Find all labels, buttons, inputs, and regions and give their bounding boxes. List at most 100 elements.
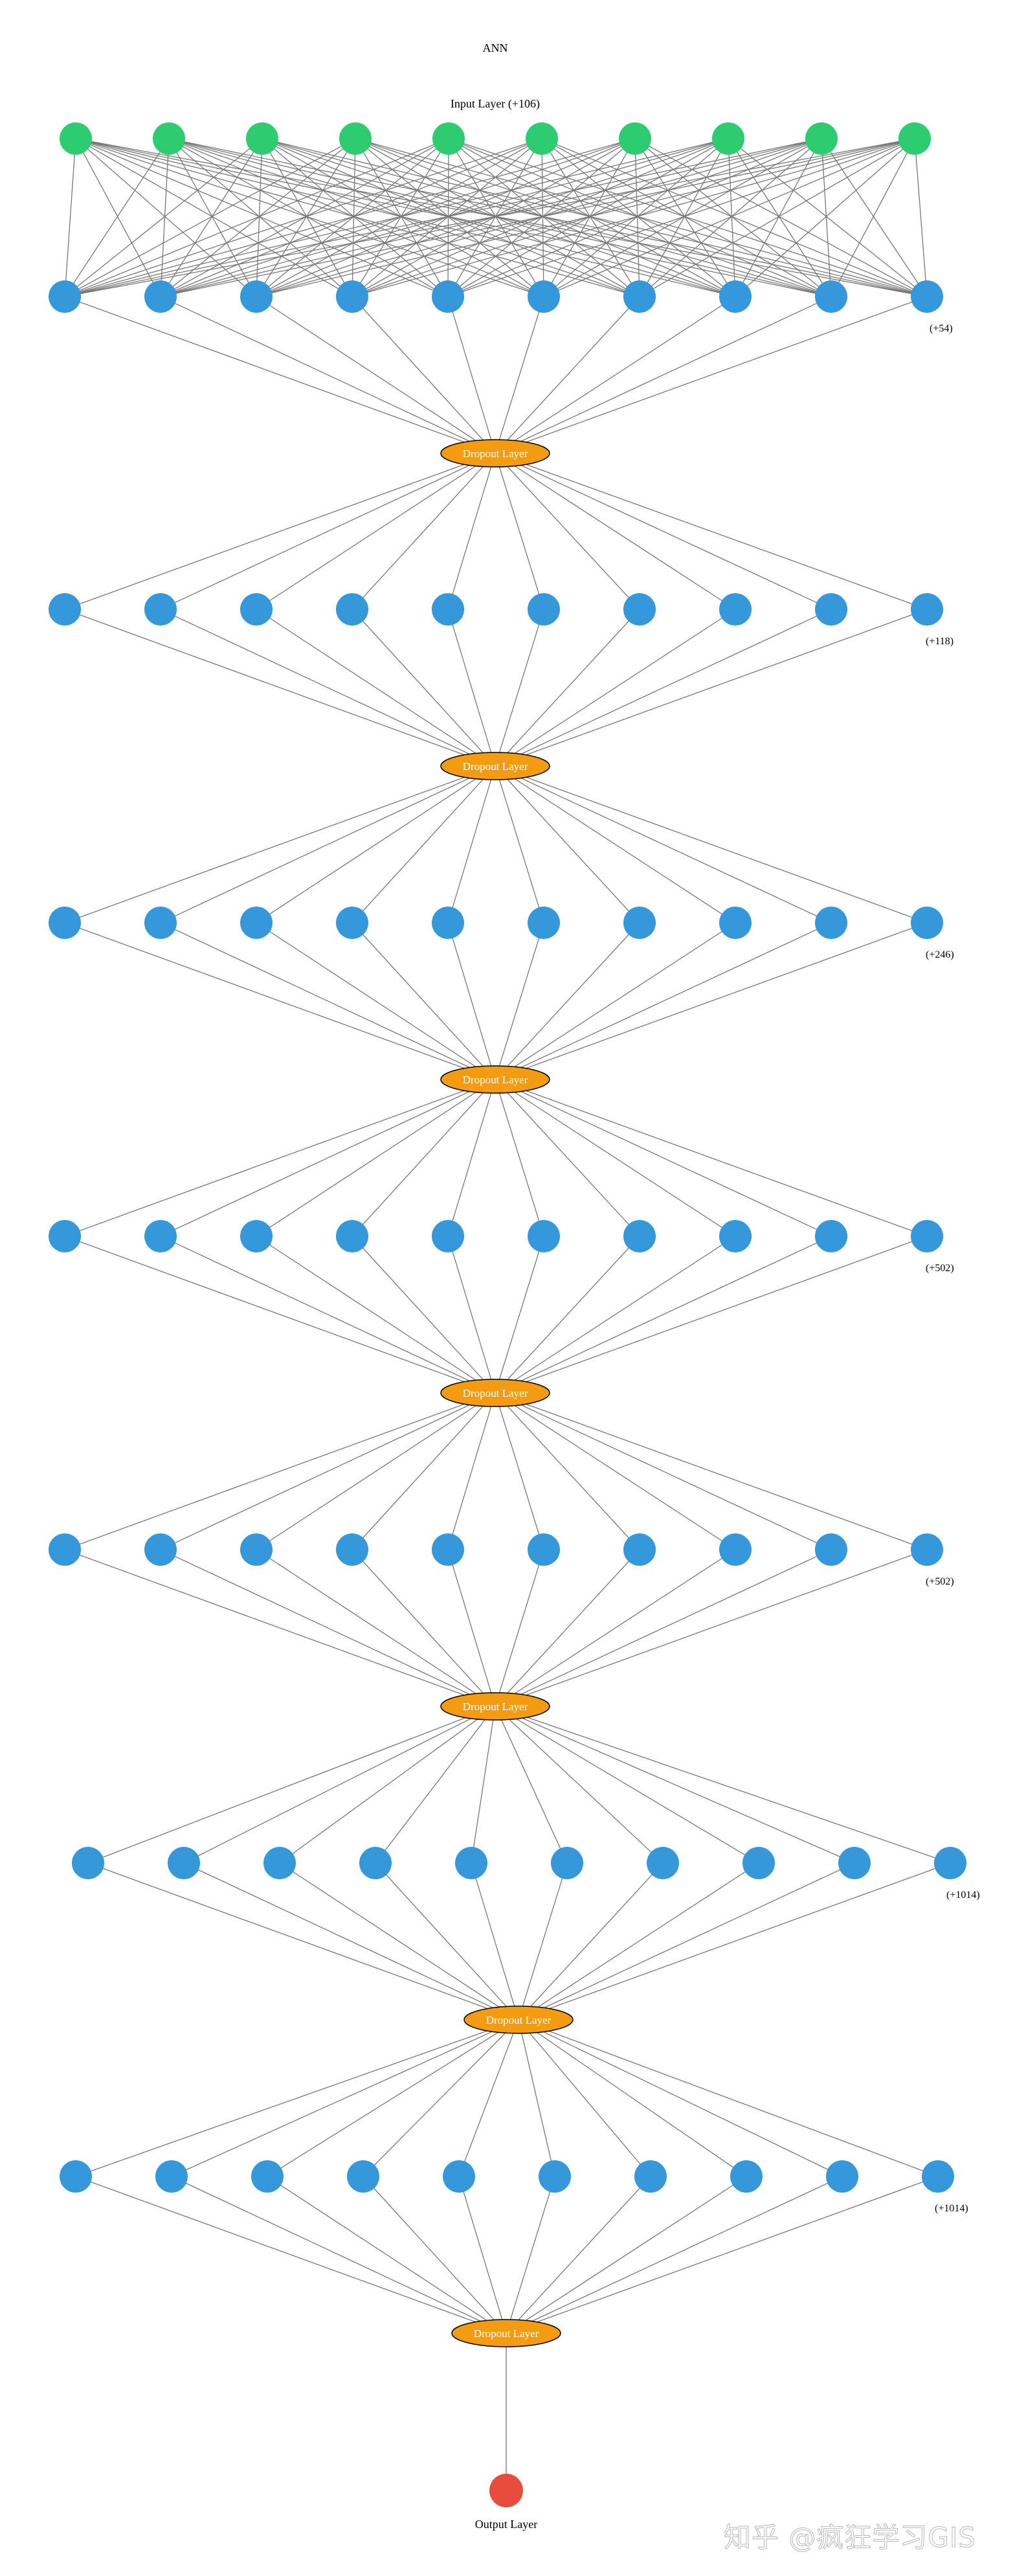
edge-input-hidden [447, 138, 449, 297]
edge-hidden-dropout [495, 609, 832, 767]
edge-input-hidden [634, 138, 928, 297]
edge-hidden-dropout [64, 296, 496, 454]
edge-hidden-dropout [495, 296, 736, 454]
dropout-node [451, 2319, 561, 2347]
edge-input-hidden [914, 138, 928, 297]
edge-dropout-hidden [351, 1392, 496, 1550]
edge-dropout-hidden [75, 2019, 519, 2177]
edge-hidden-dropout [160, 609, 496, 767]
edge-dropout-hidden [495, 1706, 664, 1864]
edge-input-hidden [448, 138, 736, 297]
edge-hidden-dropout [351, 1549, 496, 1707]
hidden-node [838, 1847, 871, 1879]
hidden-node [623, 593, 656, 626]
edge-input-hidden [64, 138, 636, 297]
hidden-node [240, 1220, 273, 1252]
edge-dropout-hidden [362, 2019, 519, 2177]
dropout-node [440, 439, 550, 468]
input-node [246, 122, 278, 155]
edge-hidden-dropout [506, 2176, 939, 2334]
hidden-node [432, 280, 464, 313]
input-node [339, 122, 372, 155]
hidden-node [359, 1847, 392, 1879]
edge-hidden-dropout [495, 1236, 640, 1394]
input-node [60, 122, 92, 155]
watermark: 知乎 @疯狂学习GIS [724, 2522, 976, 2554]
edge-dropout-hidden [495, 1706, 951, 1864]
edge-dropout-hidden [279, 1706, 496, 1864]
edge-dropout-hidden [183, 1706, 496, 1864]
edge-hidden-dropout [256, 609, 496, 767]
edge-input-hidden [447, 138, 636, 297]
diagram-title: ANN [483, 41, 508, 54]
hidden-node [49, 1220, 81, 1252]
hidden-node [240, 907, 273, 939]
edge-hidden-dropout [495, 1236, 928, 1394]
hidden-node [432, 907, 464, 939]
edge-hidden-dropout [87, 1862, 519, 2020]
hidden-node [730, 2160, 763, 2193]
edge-input-hidden [541, 138, 640, 297]
hidden-node [144, 907, 177, 939]
input-node [805, 122, 838, 155]
output-layer-label: Output Layer [475, 2518, 537, 2531]
edge-input-hidden [821, 138, 832, 297]
edge-input-hidden [262, 138, 640, 297]
edge-input-hidden [256, 138, 915, 297]
hidden-node [432, 1220, 464, 1252]
edge-input-hidden [448, 138, 928, 297]
edge-hidden-dropout [495, 609, 544, 767]
edge-hidden-dropout [447, 296, 496, 454]
edge-input-hidden [64, 138, 449, 297]
edge-dropout-hidden [447, 453, 496, 610]
edge-dropout-hidden [160, 765, 496, 923]
edge-dropout-hidden [64, 1079, 496, 1237]
edge-hidden-dropout [495, 922, 640, 1080]
edge-dropout-hidden [495, 1706, 855, 1864]
edge-input-hidden [543, 138, 729, 297]
hidden-node [911, 907, 943, 939]
edge-dropout-hidden [495, 1392, 928, 1550]
edge-input-hidden [543, 138, 915, 297]
edge-input-hidden [75, 138, 161, 297]
edge-hidden-dropout [351, 296, 496, 454]
hidden-node [911, 280, 943, 313]
hidden-node [815, 280, 847, 313]
edge-dropout-hidden [351, 765, 496, 923]
hidden-node [719, 593, 752, 626]
hidden-node [432, 593, 464, 626]
edge-hidden-dropout [64, 1549, 496, 1707]
edge-dropout-hidden [495, 1079, 544, 1237]
edge-hidden-dropout [495, 1236, 832, 1394]
hidden-node [719, 907, 752, 939]
edge-input-hidden [541, 138, 544, 297]
edge-input-hidden [355, 138, 544, 297]
edge-hidden-dropout [495, 1236, 736, 1394]
hidden-node [719, 280, 752, 313]
edge-input-hidden [64, 138, 822, 297]
dropout-node [440, 1065, 550, 1094]
edge-dropout-hidden [447, 1079, 496, 1237]
edge-hidden-dropout [160, 296, 496, 454]
hidden-layer-more-label: (+54) [930, 323, 953, 334]
edge-dropout-hidden [351, 453, 496, 610]
edge-input-hidden [355, 138, 928, 297]
edge-dropout-hidden [256, 453, 496, 610]
edge-hidden-dropout [495, 922, 736, 1080]
edge-hidden-dropout [171, 2176, 507, 2334]
hidden-layer-more-label: (+502) [926, 1263, 954, 1274]
edge-input-hidden [75, 138, 544, 297]
hidden-node [623, 1220, 656, 1252]
edge-input-hidden [262, 138, 544, 297]
hidden-node [911, 1220, 943, 1252]
edge-input-hidden [541, 138, 928, 297]
hidden-node [168, 1847, 200, 1879]
edge-input-hidden [634, 138, 832, 297]
edge-dropout-hidden [495, 1392, 736, 1550]
edge-input-hidden [543, 138, 636, 297]
input-layer-label: Input Layer (+106) [451, 97, 540, 111]
edge-input-hidden [634, 138, 736, 297]
hidden-node [815, 593, 847, 626]
edge-input-hidden [64, 138, 263, 297]
hidden-node [634, 2160, 667, 2193]
